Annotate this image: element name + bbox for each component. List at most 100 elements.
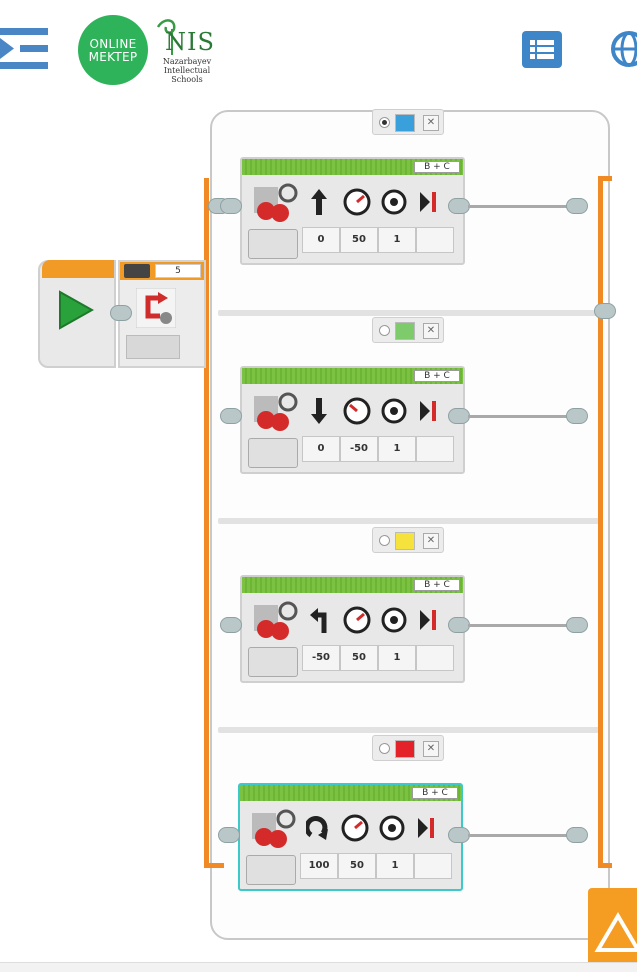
case-1-in-plug	[220, 198, 242, 214]
rotations-value[interactable]: 1	[378, 645, 416, 671]
rotations-icon	[381, 398, 407, 424]
move-mode-button[interactable]	[248, 438, 298, 468]
motor-ports-label[interactable]: B + C	[414, 370, 460, 382]
move-steering-block[interactable]: B + C 0 50 1	[240, 157, 465, 265]
brake-at-end-icon	[420, 610, 436, 630]
case-3-remove-icon[interactable]: ✕	[423, 533, 439, 549]
loop-count-input[interactable]: 5	[155, 264, 201, 278]
feedback-tab[interactable]	[588, 888, 637, 972]
nis-logo-emblem-icon	[156, 19, 176, 55]
loop-sensor-mode-icon[interactable]	[126, 335, 180, 359]
motor-ports-label[interactable]: B + C	[412, 787, 458, 799]
brake-at-end-icon	[420, 401, 436, 421]
power-gauge-icon	[341, 814, 369, 842]
power-gauge-icon	[343, 188, 371, 216]
power-gauge-icon	[343, 606, 371, 634]
rotations-value[interactable]: 1	[376, 853, 414, 879]
case-1-wire	[468, 205, 568, 208]
case-3-selector[interactable]: ✕	[372, 527, 444, 553]
motor-ports-label[interactable]: B + C	[414, 161, 460, 173]
case-1-out-plug	[448, 198, 470, 214]
loop-rail-bottom-right	[598, 863, 612, 868]
motor-ports-label[interactable]: B + C	[414, 579, 460, 591]
case-2-color-swatch	[395, 322, 415, 340]
globe-icon[interactable]	[607, 27, 637, 71]
power-value[interactable]: 50	[338, 853, 376, 879]
brake-checkmark-icon[interactable]	[416, 227, 454, 253]
steering-value[interactable]: 0	[302, 227, 340, 253]
move-steering-block[interactable]: B + C 0 -50 1	[240, 366, 465, 474]
steering-value[interactable]: 0	[302, 436, 340, 462]
case-4-out-plug	[448, 827, 470, 843]
loop-rail-top-right	[598, 176, 612, 181]
rotations-icon	[379, 815, 405, 841]
case-2-remove-icon[interactable]: ✕	[423, 323, 439, 339]
case-4-selector[interactable]: ✕	[372, 735, 444, 761]
case-2-wire	[468, 415, 568, 418]
large-motor-icon	[254, 183, 298, 222]
power-gauge-icon	[343, 397, 371, 425]
program-canvas[interactable]: ✕ ✕ ✕ ✕ 5 B + C	[0, 100, 637, 972]
move-mode-button[interactable]	[248, 647, 298, 677]
case-divider	[218, 727, 603, 733]
move-mode-button[interactable]	[248, 229, 298, 259]
case-1-exit-plug	[566, 198, 588, 214]
power-value[interactable]: 50	[340, 227, 378, 253]
loop-rail-bottom-left	[204, 863, 224, 868]
loop-rail-left	[204, 178, 209, 868]
case-1-default-radio[interactable]	[379, 117, 390, 128]
online-mektep-logo[interactable]: ONLINE MEKTEP	[78, 15, 148, 85]
large-motor-icon	[254, 601, 298, 640]
case-3-in-plug	[220, 617, 242, 633]
app-header: ONLINE MEKTEP NIS Nazarbayev Intellectua…	[0, 0, 637, 100]
case-4-default-radio[interactable]	[379, 743, 390, 754]
loop-rail-right	[598, 176, 603, 866]
case-1-remove-icon[interactable]: ✕	[423, 115, 439, 131]
case-divider	[218, 310, 603, 316]
case-3-wire	[468, 624, 568, 627]
loop-mode-icon[interactable]	[124, 264, 150, 278]
steering-value[interactable]: -50	[302, 645, 340, 671]
move-steering-block-selected[interactable]: B + C 100 50 1	[238, 783, 463, 891]
move-steering-block[interactable]: B + C -50 50 1	[240, 575, 465, 683]
block-header	[242, 159, 463, 175]
move-parameters: 0 -50 1	[302, 436, 454, 462]
case-2-out-plug	[448, 408, 470, 424]
menu-toggle-icon[interactable]	[0, 24, 50, 74]
loop-sequence-plug	[110, 305, 132, 321]
nis-logo-subtitle: Nazarbayev Intellectual Schools	[160, 57, 214, 84]
move-mode-button[interactable]	[246, 855, 296, 885]
turn-left-icon	[310, 608, 327, 633]
warning-icon	[594, 912, 637, 952]
brake-checkmark-icon[interactable]	[416, 645, 454, 671]
rotations-value[interactable]: 1	[378, 227, 416, 253]
case-4-remove-icon[interactable]: ✕	[423, 741, 439, 757]
brake-checkmark-icon[interactable]	[414, 853, 452, 879]
case-2-exit-plug	[566, 408, 588, 424]
case-2-in-plug	[220, 408, 242, 424]
bottom-bar	[0, 962, 637, 972]
nis-subtitle-line: Nazarbayev	[162, 57, 212, 66]
steering-value[interactable]: 100	[300, 853, 338, 879]
move-parameters: -50 50 1	[302, 645, 454, 671]
block-header	[242, 577, 463, 593]
case-4-exit-plug	[566, 827, 588, 843]
power-value[interactable]: 50	[340, 645, 378, 671]
case-3-out-plug	[448, 617, 470, 633]
play-icon[interactable]	[58, 290, 94, 330]
list-icon	[530, 40, 554, 59]
case-1-color-swatch	[395, 114, 415, 132]
brake-at-end-icon	[420, 192, 436, 212]
brake-checkmark-icon[interactable]	[416, 436, 454, 462]
case-2-default-radio[interactable]	[379, 325, 390, 336]
rotations-value[interactable]: 1	[378, 436, 416, 462]
switch-exit-plug	[594, 303, 616, 319]
case-1-selector[interactable]: ✕	[372, 109, 444, 135]
case-2-selector[interactable]: ✕	[372, 317, 444, 343]
case-4-wire	[468, 834, 568, 837]
case-3-default-radio[interactable]	[379, 535, 390, 546]
power-value[interactable]: -50	[340, 436, 378, 462]
spin-right-icon	[306, 816, 328, 840]
logo-line-2: MEKTEP	[88, 50, 138, 64]
list-view-button[interactable]	[522, 31, 562, 68]
